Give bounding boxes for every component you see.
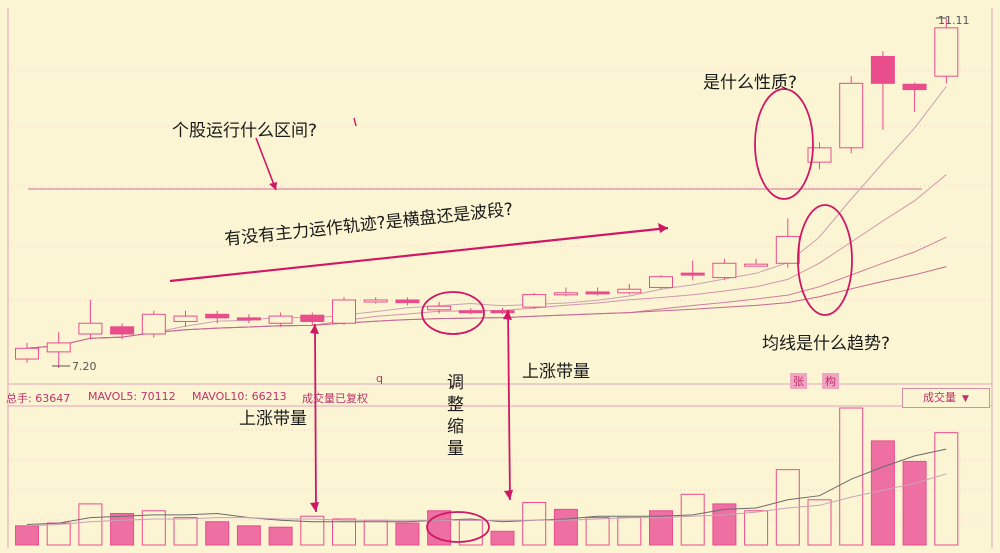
volume-bar-down: [902, 460, 927, 546]
volume-up-mid-arrow-top-head: [503, 310, 512, 320]
candle-down: [300, 314, 325, 322]
volume-bar-up: [173, 517, 198, 546]
volume-bar-down: [712, 503, 737, 546]
volume-bar-up: [617, 517, 642, 546]
volume-bar-down: [870, 440, 895, 546]
candle-up: [268, 315, 293, 324]
note-volume-up-mid: 上涨带量: [522, 362, 590, 382]
volume-bar-up: [680, 493, 705, 546]
volume-up-left-arrow: [314, 323, 317, 513]
volume-up-mid-arrow-bottom-head: [504, 490, 513, 500]
volume-up-mid-arrow: [507, 309, 511, 501]
volume-up-left-arrow-bottom-head: [310, 502, 319, 512]
volume-indicator-select[interactable]: 成交量 ▼: [902, 388, 990, 408]
candle-down: [585, 291, 610, 295]
volume-bar-up: [332, 518, 356, 546]
volume-bar-down: [553, 508, 578, 546]
volume-bar-up: [744, 510, 769, 546]
candle-up: [46, 342, 71, 353]
note-range-question: 个股运行什么区间?: [172, 121, 318, 141]
candle-down: [110, 326, 135, 335]
candle-down: [902, 83, 927, 91]
candle-up: [617, 288, 642, 294]
ma-trend-ellipse: [797, 204, 853, 316]
nature-ellipse: [754, 88, 814, 200]
candle-up: [427, 305, 452, 311]
range-arrowhead: [269, 182, 277, 190]
candle-up: [522, 294, 547, 308]
candle-up: [807, 147, 832, 163]
candle-down: [395, 299, 420, 304]
volume-bar-down: [15, 525, 39, 546]
candle-down: [205, 313, 230, 319]
candle-up: [775, 235, 800, 264]
volume-up-left-arrow-top-head: [310, 324, 319, 334]
candle-up: [363, 299, 388, 303]
volume-bar-up: [934, 432, 959, 546]
trajectory-arrow: [169, 226, 669, 283]
candle-down: [680, 272, 705, 276]
info-mavol10: MAVOL10: 66213: [192, 390, 287, 403]
annotation-marks: [169, 88, 853, 543]
volume-bar-down: [490, 530, 515, 546]
candle-up: [744, 263, 769, 267]
candle-down: [870, 55, 895, 84]
candle-up: [649, 276, 673, 288]
volume-bar-up: [522, 502, 547, 546]
trajectory-arrowhead: [658, 223, 668, 233]
info-mark-zhang: 张: [790, 373, 807, 389]
volume-bar-down: [110, 512, 135, 546]
volume-bar-down: [236, 525, 261, 546]
ma30-line: [26, 266, 947, 349]
price-high-label: 11.11: [938, 14, 970, 27]
volume-bar-up: [839, 407, 864, 546]
volume-bar-down: [649, 510, 673, 546]
volume-bar-up: [585, 517, 610, 546]
volume-bars: [15, 407, 959, 546]
shrink-volume-ellipse: [426, 511, 490, 543]
volume-bar-down: [205, 521, 230, 546]
volume-bar-up: [141, 510, 166, 546]
stray-mark: [353, 117, 357, 127]
candle-down: [490, 310, 515, 314]
volume-bar-down: [268, 526, 293, 546]
consolidation-ellipse: [421, 291, 485, 335]
candle-up: [173, 315, 198, 322]
chevron-down-icon: ▼: [962, 394, 969, 404]
volume-bar-up: [363, 519, 388, 546]
volume-indicator-label: 成交量: [923, 391, 957, 404]
volume-bar-up: [46, 522, 71, 546]
note-nature-question: 是什么性质?: [703, 73, 798, 93]
candle-down: [236, 317, 261, 321]
note-volume-up-left: 上涨带量: [239, 409, 307, 429]
candle-up: [839, 82, 864, 149]
candle-up: [141, 313, 166, 335]
info-adjusted: 成交量已复权: [302, 392, 368, 405]
candle-up: [15, 347, 39, 360]
candle-up: [553, 292, 578, 296]
candle-up: [78, 322, 103, 335]
note-adjust-shrink: 调整缩量: [447, 373, 464, 459]
note-ma-trend-question: 均线是什么趋势?: [762, 334, 891, 354]
volume-bar-up: [807, 499, 832, 546]
candle-up: [934, 27, 959, 77]
candle-up: [712, 262, 737, 279]
info-center-mark: q: [376, 372, 383, 385]
price-low-label: 7.20: [72, 360, 97, 373]
candles: [15, 17, 959, 368]
candle-up: [332, 299, 356, 324]
volume-bar-down: [395, 522, 420, 546]
info-mavol5: MAVOL5: 70112: [88, 390, 176, 403]
candle-down: [458, 310, 483, 314]
range-arrow: [255, 137, 277, 191]
volume-bar-up: [78, 503, 103, 546]
info-total-hands: 总手: 63647: [6, 392, 71, 405]
volume-bar-up: [300, 515, 325, 546]
info-mark-gou: 构: [822, 373, 839, 389]
